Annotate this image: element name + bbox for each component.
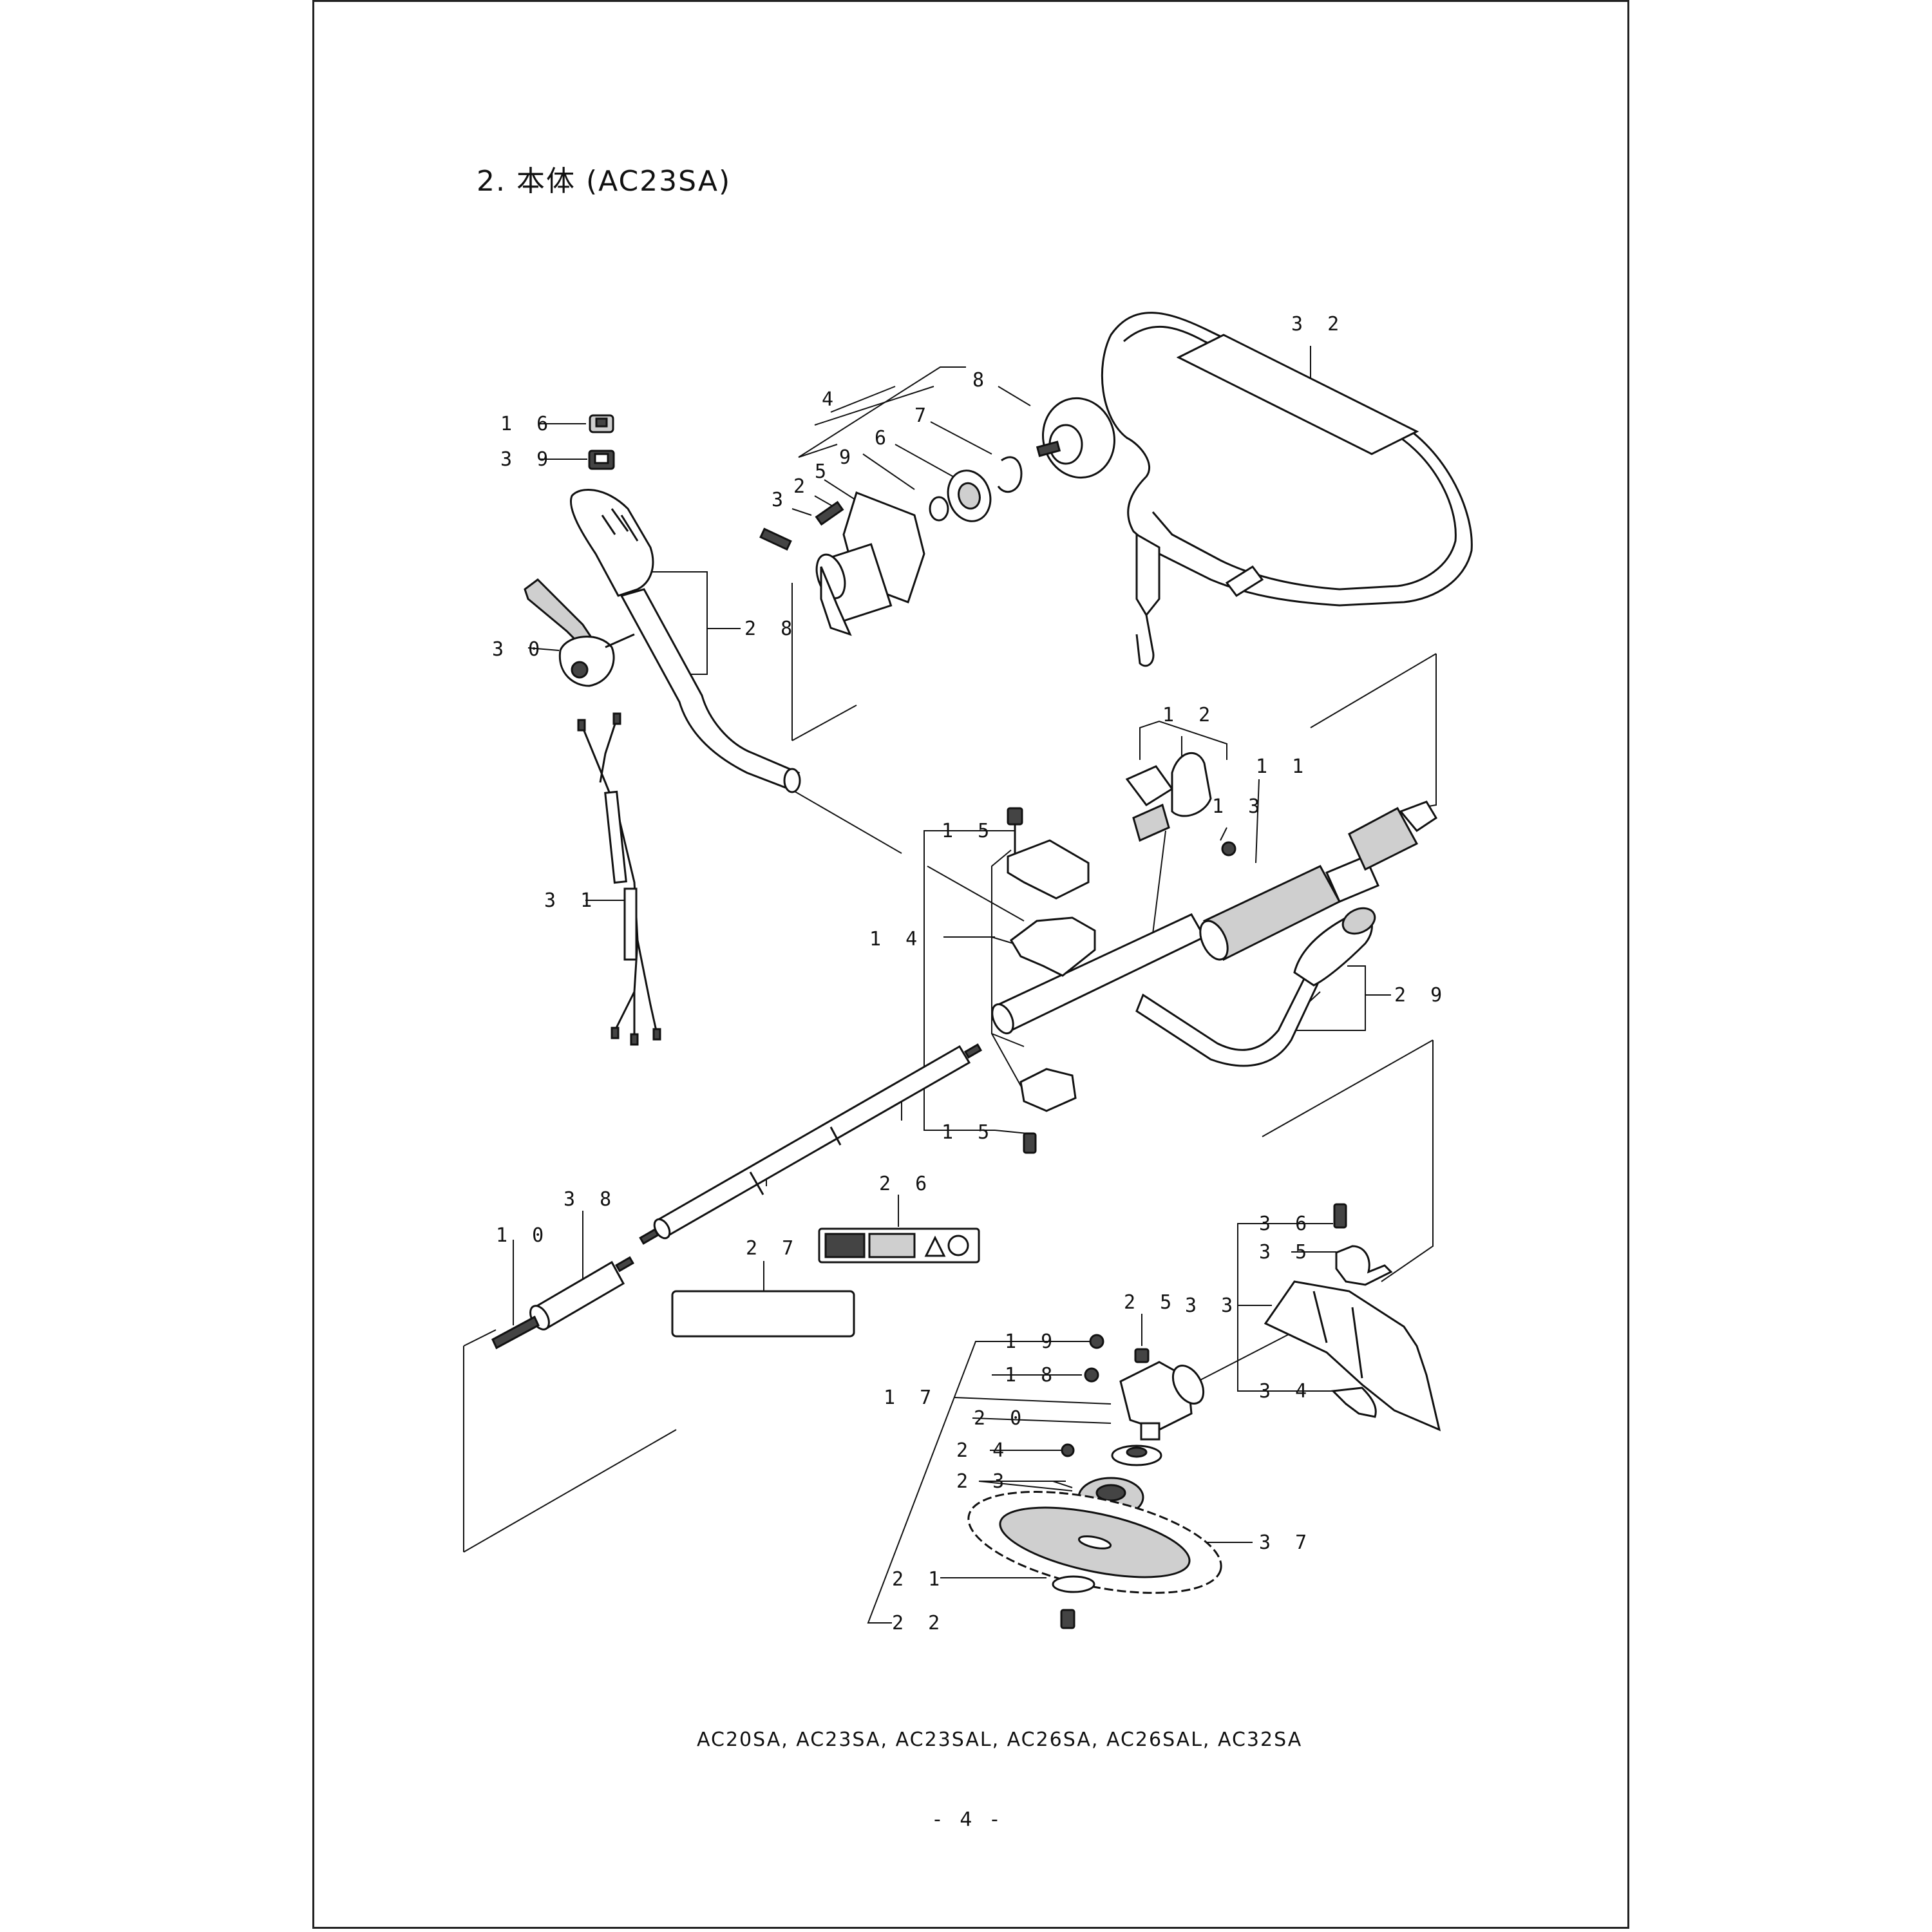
part-3-bolt [759, 527, 792, 551]
part-34-guard-clamp-lower [1331, 1387, 1377, 1418]
part-20-blade-holder [1111, 1444, 1162, 1466]
callout-27: 2 7 [746, 1237, 800, 1260]
callout-35: 3 5 [1259, 1241, 1313, 1264]
callout-24: 2 4 [956, 1439, 1010, 1462]
callout-39: 3 9 [500, 448, 554, 471]
callout-25: 2 5 [1124, 1291, 1178, 1314]
callout-11: 1 1 [1256, 755, 1310, 778]
callout-32: 3 2 [1291, 313, 1345, 336]
part-26-warning-label [818, 1227, 980, 1264]
page-number: - 4 - [934, 1808, 1005, 1831]
callout-18: 1 8 [1005, 1364, 1059, 1387]
callout-6: 6 [875, 427, 893, 450]
callout-14: 1 4 [869, 928, 923, 951]
callout-34: 3 4 [1259, 1380, 1313, 1403]
part-26-inner-shaft [639, 1043, 983, 1245]
part-6-bearing [947, 469, 992, 522]
part-27-label-blank [671, 1290, 855, 1338]
callout-38: 3 8 [564, 1188, 618, 1211]
callout-3: 3 [772, 489, 790, 511]
callout-9: 9 [839, 446, 857, 469]
part-35-guard-clamp-upper [1335, 1245, 1393, 1286]
part-2-bolt [815, 500, 844, 526]
part-7-ring [997, 456, 1023, 493]
part-28-right-handle [570, 489, 801, 793]
part-9-circlip [929, 496, 949, 522]
part-29-left-handle [1135, 907, 1376, 1067]
callout-22: 2 2 [892, 1612, 946, 1634]
part-16-switch-cap [589, 414, 614, 433]
callout-33: 3 3 [1185, 1294, 1239, 1317]
part-30-throttle-lever [524, 578, 635, 687]
callout-12: 1 2 [1162, 704, 1217, 726]
callout-23: 2 3 [956, 1470, 1010, 1493]
part-25-bolt [1134, 1348, 1150, 1363]
callout-28: 2 8 [744, 618, 799, 640]
callout-2: 2 [793, 475, 811, 498]
part-17-gear-case [1119, 1361, 1205, 1441]
part-15-bolt-upper [1007, 807, 1023, 853]
part-24-bolt [1061, 1443, 1075, 1457]
part-38-sleeve [529, 1256, 634, 1331]
callout-16: 1 6 [500, 413, 554, 435]
part-21-washer [1052, 1575, 1095, 1593]
callout-15-upper: 1 5 [942, 820, 996, 842]
page-title: 2. 本体 (AC23SA) [477, 165, 732, 198]
part-13-nut [1221, 841, 1236, 857]
part-15-bolt-lower [1023, 1132, 1037, 1154]
callout-13: 1 3 [1212, 795, 1266, 818]
part-39-stop-switch [588, 450, 615, 470]
callout-5: 5 [815, 460, 833, 483]
part-22-nut [1060, 1609, 1075, 1629]
part-31-wire-harness [577, 712, 661, 1046]
callout-10: 1 0 [496, 1224, 550, 1247]
applicable-models: AC20SA, AC23SA, AC23SAL, AC26SA, AC26SAL… [697, 1728, 1303, 1751]
callout-labels: 1 6 3 9 3 0 2 8 3 1 4 7 8 6 9 5 2 3 3 2 … [492, 313, 1448, 1634]
callout-36: 3 6 [1259, 1213, 1313, 1235]
callout-15-lower: 1 5 [942, 1121, 996, 1144]
callout-29: 2 9 [1394, 984, 1448, 1007]
part-36-bolt [1333, 1203, 1347, 1229]
part-11-main-pipe-grip [991, 800, 1438, 1035]
callout-7: 7 [914, 404, 933, 427]
callout-20: 2 0 [974, 1407, 1028, 1430]
callout-30: 3 0 [492, 638, 546, 661]
part-19-bolt [1089, 1334, 1104, 1349]
callout-8: 8 [972, 369, 990, 392]
callout-37: 3 7 [1259, 1531, 1313, 1554]
callout-19: 1 9 [1005, 1331, 1059, 1353]
callout-4: 4 [822, 388, 840, 411]
part-12-clamp [1125, 752, 1212, 842]
part-37-saw-blade [967, 1491, 1222, 1594]
callout-26: 2 6 [879, 1173, 933, 1195]
part-5-clutch-case [815, 491, 925, 636]
callout-21: 2 1 [892, 1568, 946, 1591]
callout-31: 3 1 [544, 889, 598, 912]
part-8-clutch-drum [1036, 397, 1115, 479]
part-33-blade-guard [1264, 1280, 1441, 1432]
part-18-bolt [1084, 1367, 1099, 1383]
page-frame [312, 0, 1629, 1929]
callout-17: 1 7 [884, 1387, 938, 1409]
part-32-shoulder-harness [1101, 312, 1473, 667]
part-14-handle-clamp [1007, 839, 1096, 1112]
part-10-threaded-rod [491, 1315, 540, 1350]
